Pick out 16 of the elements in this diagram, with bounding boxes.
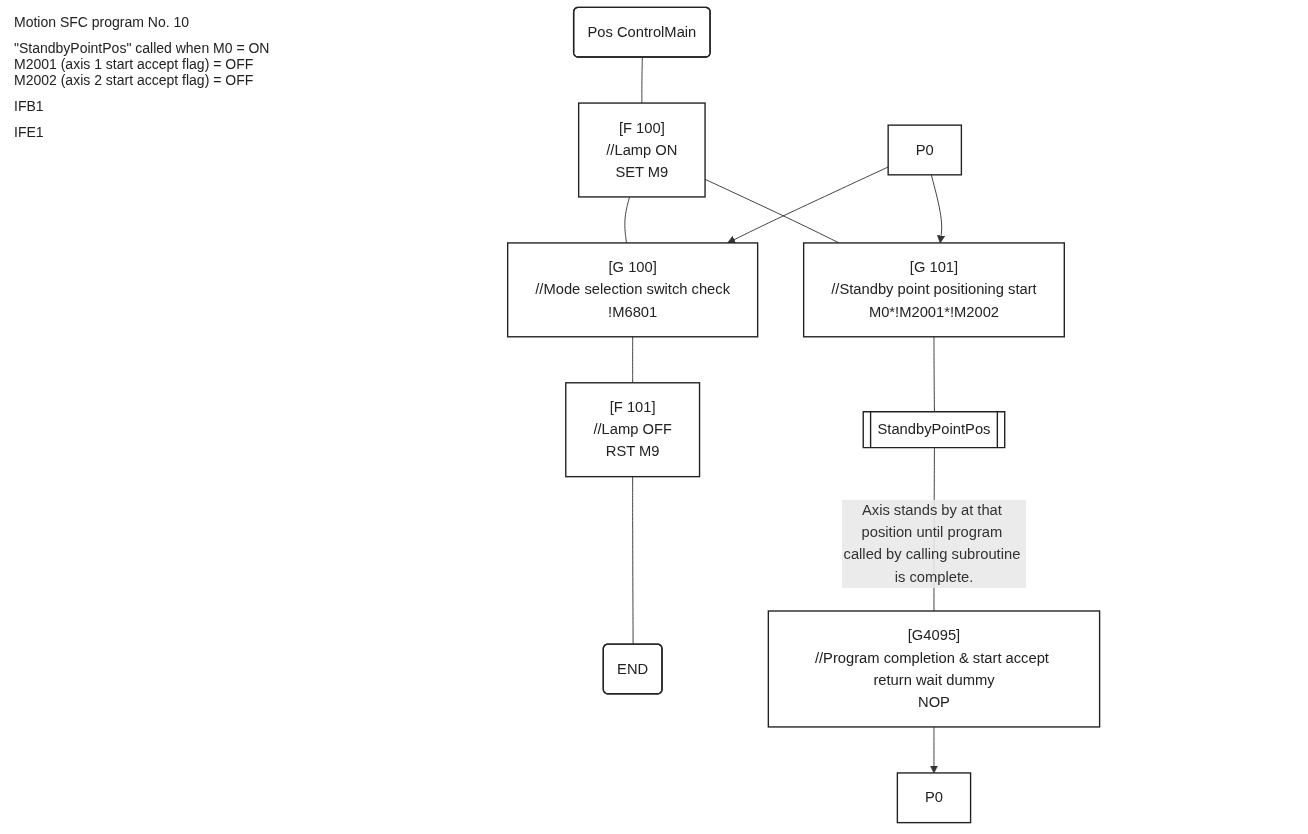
node-box: [G 100] //Mode selection switch check !M6801 [507,242,759,338]
node-box: [G 101] //Standby point positioning start M0*!M2001*!M2002 [803,242,1066,338]
note-text: IFE1 [14,124,45,140]
edge-label: Axis stands by at that position until program called by calling subroutine is complete. [843,502,1021,585]
note-text: "StandbyPointPos" called when M0 = ON M2001 (axis 1 start accept flag) = OFF M2002 (axis 2 start accept flag) = OFF [14,40,271,88]
node-box: P0 [887,124,963,176]
note-text: Motion SFC program No. 10 [14,14,191,30]
connector [624,196,631,244]
node-box: [F 100] //Lamp ON SET M9 [578,102,707,198]
connector [632,476,634,646]
note-text: IFB1 [14,98,45,114]
node-box: [F 101] //Lamp OFF RST M9 [565,382,701,478]
node-box: [G4095] //Program completion & start accept return wait dummy NOP [768,610,1101,728]
connector [632,336,634,384]
node-box: P0 [897,772,972,824]
connector [641,57,644,104]
